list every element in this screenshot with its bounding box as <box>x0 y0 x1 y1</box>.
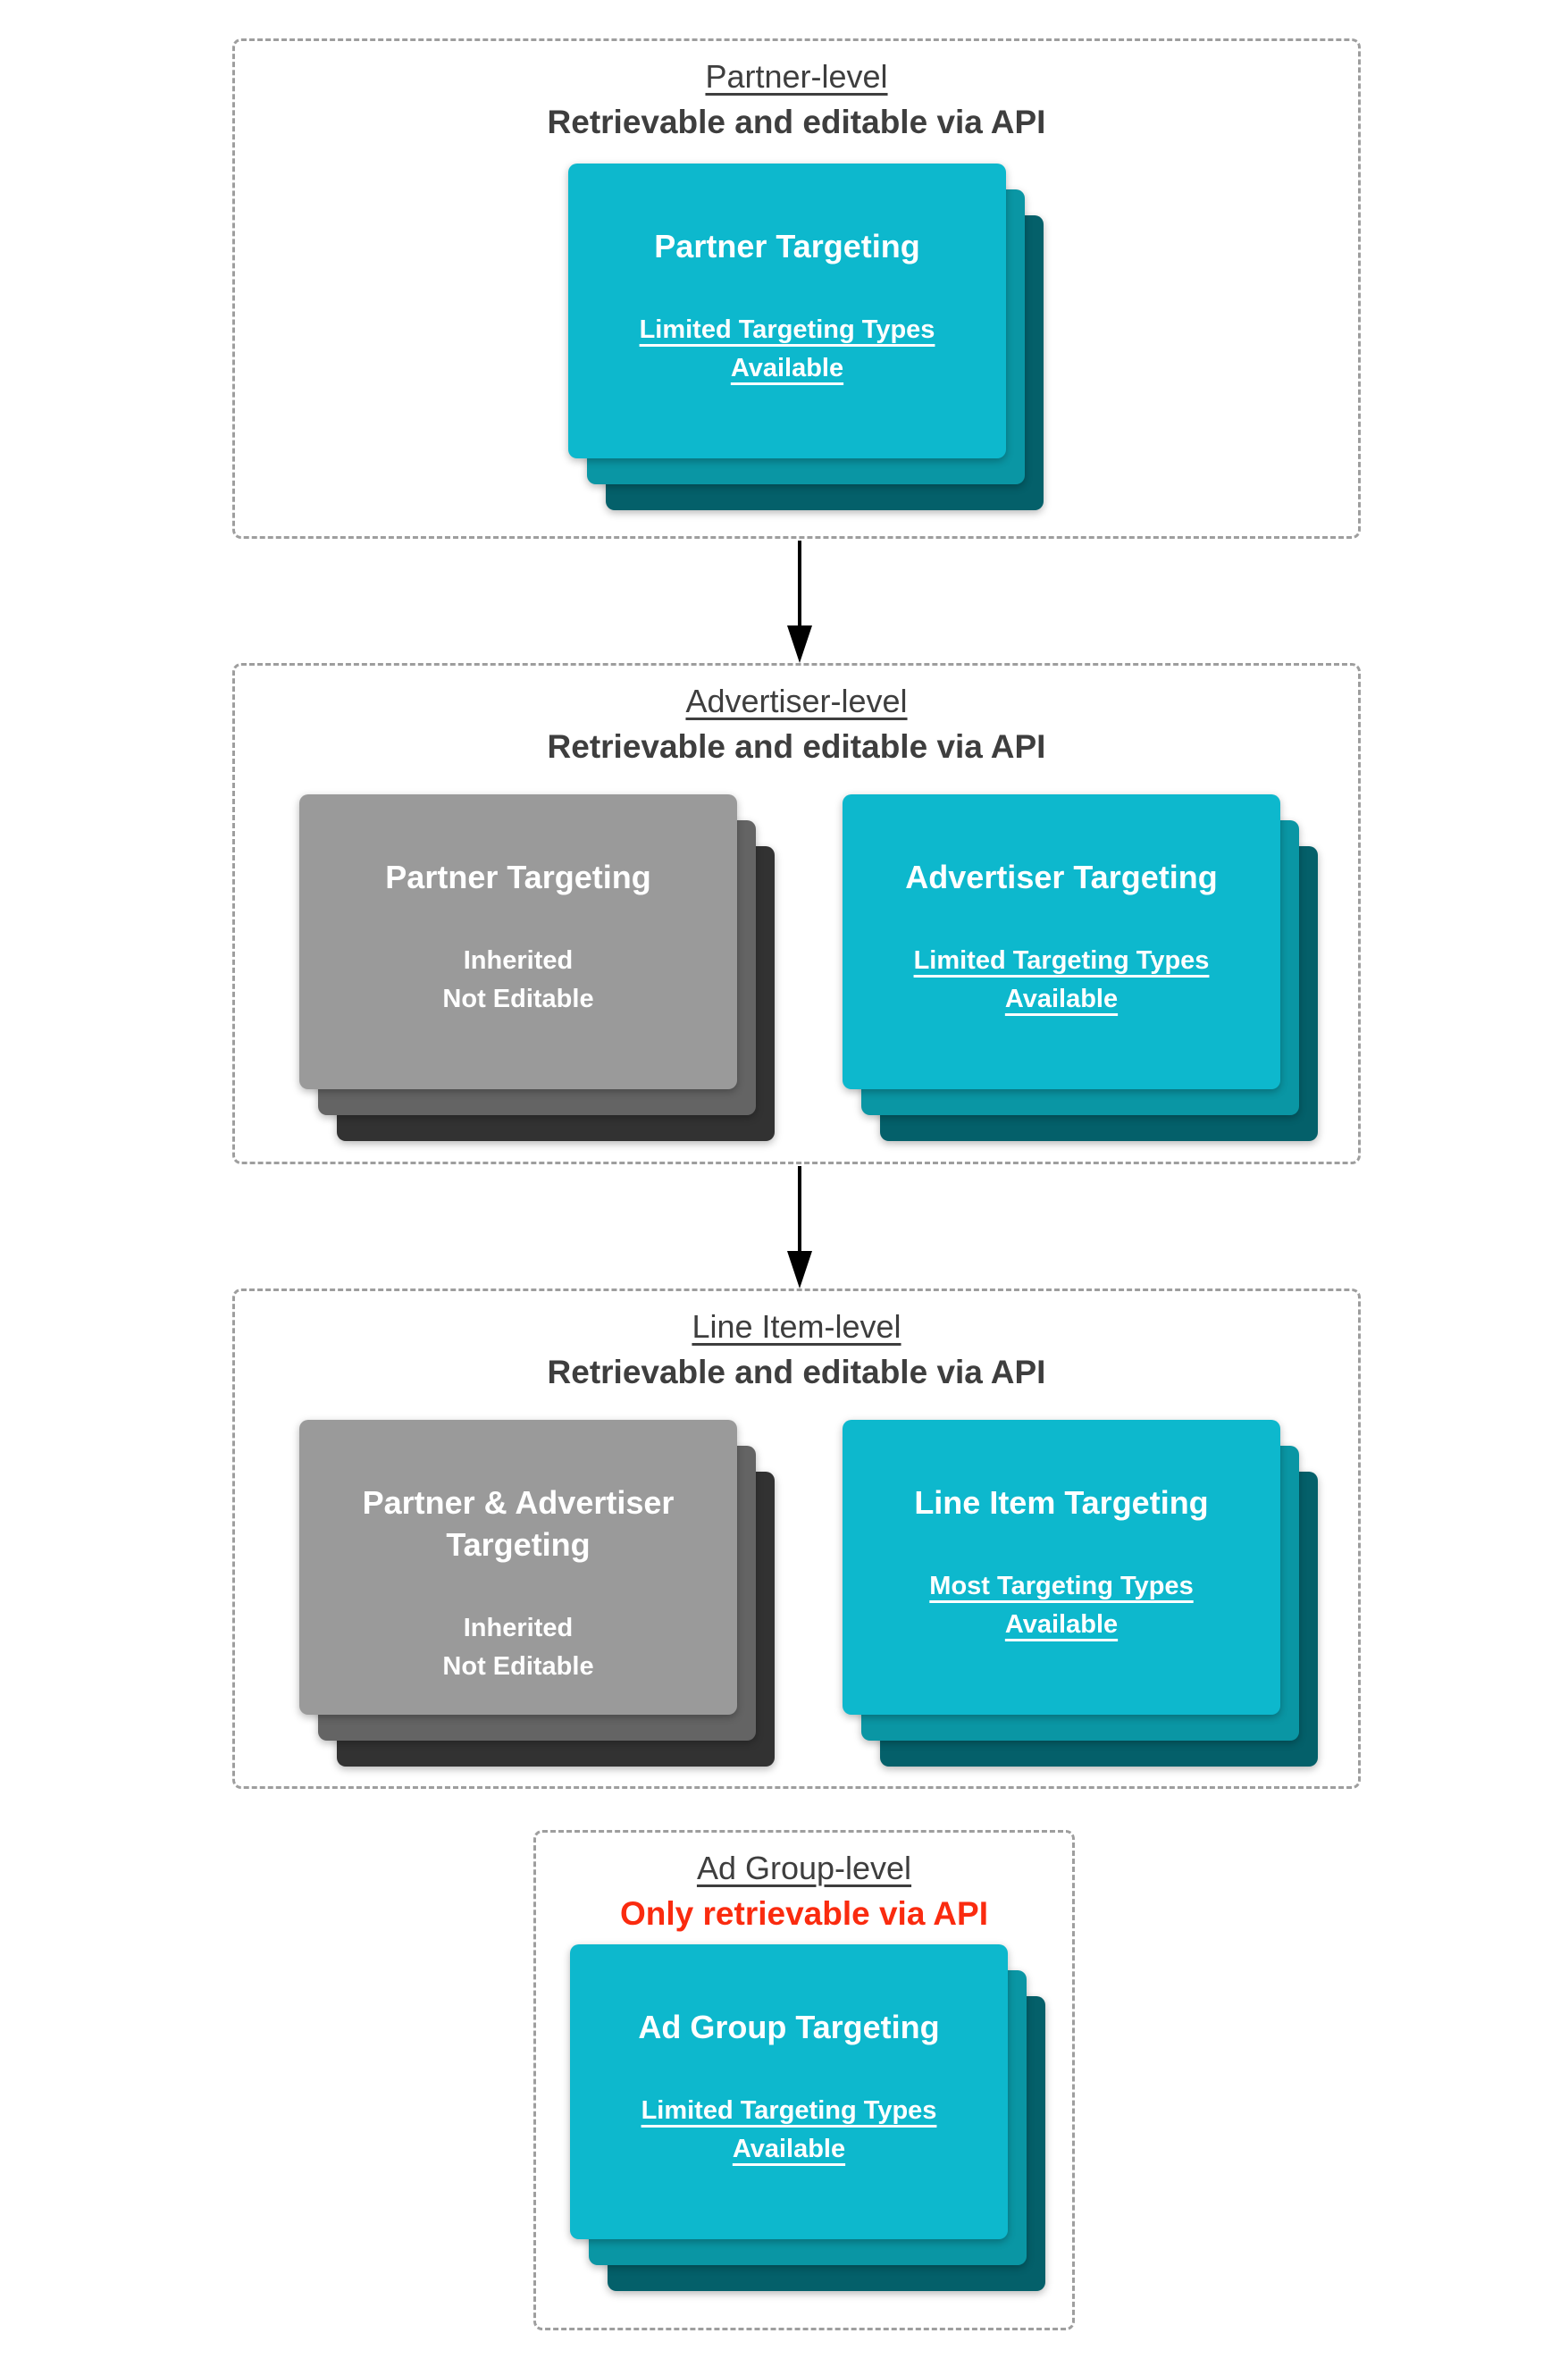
card-stack-ad-group-targeting: Ad Group Targeting Limited Targeting Typ… <box>570 1944 1045 2291</box>
section-title: Partner-level <box>705 58 888 95</box>
card-front: Partner Targeting Limited Targeting Type… <box>568 164 1006 458</box>
card-stack-inherited-partner-targeting: Partner Targeting Inherited Not Editable <box>299 794 775 1141</box>
card-subtitle: Most Targeting Types Available <box>929 1571 1194 1640</box>
section-subtitle: Retrievable and editable via API <box>547 727 1046 765</box>
section-title: Ad Group-level <box>696 1850 912 1886</box>
card-stack-partner-targeting: Partner Targeting Limited Targeting Type… <box>568 164 1044 510</box>
card-title: Ad Group Targeting <box>638 2009 940 2045</box>
card-front: Ad Group Targeting Limited Targeting Typ… <box>570 1944 1008 2239</box>
arrow-shaft <box>798 1166 801 1255</box>
card-front: Partner & Advertiser Targeting Inherited… <box>299 1420 737 1715</box>
arrow-down-icon <box>787 1166 812 1288</box>
card-title: Line Item Targeting <box>914 1484 1209 1521</box>
section-line-item-level: Line Item-level Retrievable and editable… <box>232 1288 1361 1789</box>
card-title: Partner Targeting <box>385 859 651 895</box>
card-title: Partner & Advertiser Targeting <box>362 1484 675 1563</box>
card-stack-inherited-partner-advertiser-targeting: Partner & Advertiser Targeting Inherited… <box>299 1420 775 1767</box>
arrow-shaft <box>798 541 801 629</box>
card-subtitle: Inherited Not Editable <box>442 945 594 1014</box>
section-subtitle: Only retrievable via API <box>620 1894 988 1932</box>
section-partner-level: Partner-level Retrievable and editable v… <box>232 38 1361 539</box>
section-title: Line Item-level <box>692 1308 901 1345</box>
card-front: Partner Targeting Inherited Not Editable <box>299 794 737 1089</box>
card-subtitle: Inherited Not Editable <box>442 1613 594 1682</box>
card-stack-line-item-targeting: Line Item Targeting Most Targeting Types… <box>843 1420 1318 1767</box>
section-title: Advertiser-level <box>685 683 908 719</box>
card-front: Line Item Targeting Most Targeting Types… <box>843 1420 1280 1715</box>
section-subtitle: Retrievable and editable via API <box>547 1353 1046 1390</box>
section-ad-group-level: Ad Group-level Only retrievable via API … <box>533 1830 1075 2330</box>
card-subtitle: Limited Targeting Types Available <box>641 2095 937 2164</box>
card-subtitle: Limited Targeting Types Available <box>639 315 935 383</box>
section-subtitle: Retrievable and editable via API <box>547 103 1046 140</box>
card-front: Advertiser Targeting Limited Targeting T… <box>843 794 1280 1089</box>
arrow-head <box>787 1251 812 1288</box>
arrow-head <box>787 625 812 663</box>
card-subtitle: Limited Targeting Types Available <box>913 945 1210 1014</box>
section-advertiser-level: Advertiser-level Retrievable and editabl… <box>232 663 1361 1164</box>
arrow-down-icon <box>787 541 812 663</box>
card-title: Advertiser Targeting <box>905 859 1218 895</box>
card-title: Partner Targeting <box>654 228 920 264</box>
card-stack-advertiser-targeting: Advertiser Targeting Limited Targeting T… <box>843 794 1318 1141</box>
